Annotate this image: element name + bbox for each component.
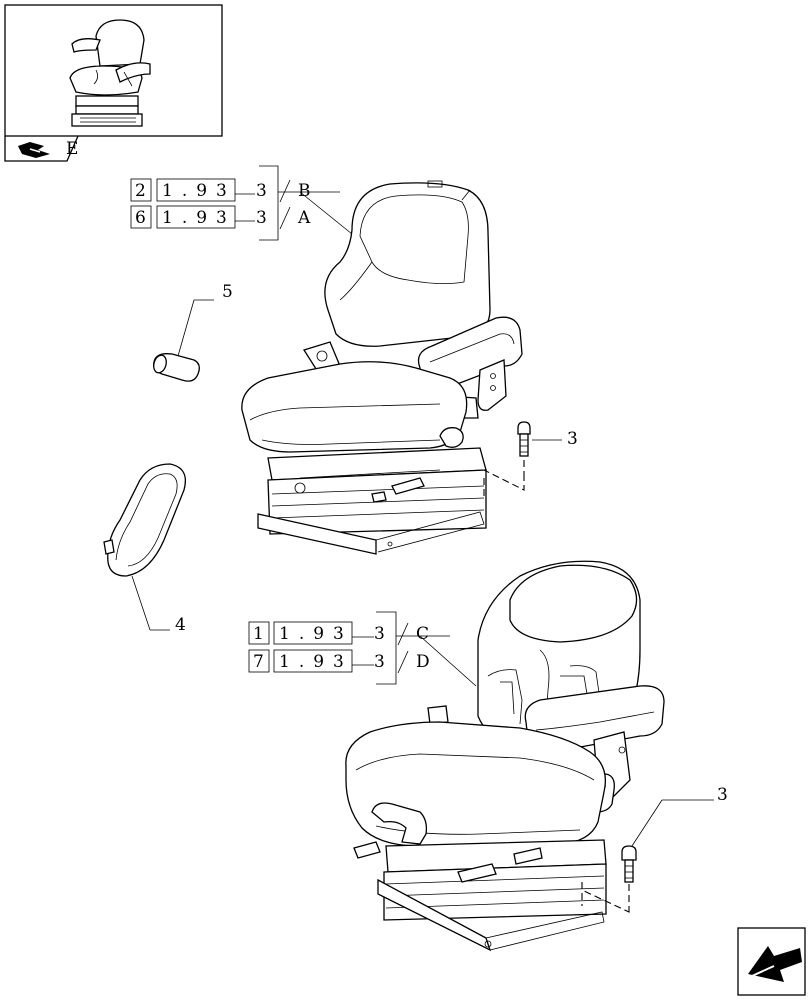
callout-bolt-top: 3 (567, 429, 578, 449)
reference-row[interactable]: 7 1.93 3 D (248, 649, 430, 674)
reference-code: 1.93 (279, 652, 353, 672)
reference-group-top: 2 1.93 3 B 6 1.93 3 A (130, 165, 353, 241)
callout-bolt-bottom: 3 (717, 785, 728, 805)
cover-part: 4 (103, 463, 187, 635)
reference-variant: A (297, 208, 311, 228)
reference-code: 1.93 (279, 624, 353, 644)
reference-index: 1 (253, 624, 264, 644)
bolt-bottom-part: 3 (581, 785, 728, 913)
reference-row[interactable]: 6 1.93 3 A (130, 205, 311, 230)
cap-part: 5 (153, 282, 233, 382)
folder-arrow-icon (18, 142, 50, 158)
callout-cover: 4 (175, 615, 186, 635)
thumbnail-frame: E (4, 4, 223, 162)
reference-variant: B (298, 181, 311, 201)
callout-cap: 5 (222, 282, 233, 302)
thumbnail-tab (4, 135, 79, 162)
reference-index: 6 (135, 208, 146, 228)
seat-top-drawing (241, 180, 523, 555)
seat-bottom-drawing (345, 560, 665, 952)
bolt-top-part: 3 (483, 421, 578, 500)
reference-variant: C (416, 624, 429, 644)
reference-row[interactable]: 2 1.93 3 B (130, 178, 311, 203)
reference-variant: D (416, 652, 430, 672)
thumbnail-seat-image (69, 19, 151, 127)
reference-sub: 3 (374, 624, 385, 644)
reference-sub: 3 (256, 181, 267, 201)
reference-index: 7 (253, 652, 264, 672)
reference-code: 1.93 (162, 208, 236, 228)
reference-group-bottom: 1 1.93 3 C 7 1.93 3 D (248, 611, 477, 687)
reference-index: 2 (135, 181, 146, 201)
reference-sub: 3 (256, 208, 267, 228)
reference-code: 1.93 (162, 181, 236, 201)
thumbnail-label: E (66, 139, 78, 159)
reference-sub: 3 (374, 652, 385, 672)
reference-row[interactable]: 1 1.93 3 C (248, 621, 429, 646)
next-page-arrow-icon[interactable] (737, 927, 806, 996)
